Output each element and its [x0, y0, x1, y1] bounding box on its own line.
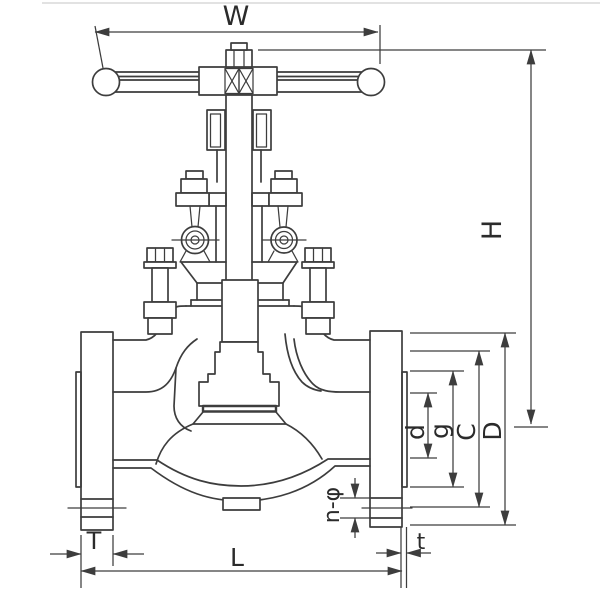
dimension-n-phi: n-φ: [320, 478, 370, 538]
dimension-T: T: [50, 527, 144, 588]
dim-label-H: H: [477, 220, 508, 240]
dimension-L: L: [80, 543, 403, 576]
dimension-D: D: [410, 332, 516, 526]
gland-bolt-left: [175, 170, 210, 207]
valve-handle: [91, 42, 386, 97]
gland-bolt-right: [268, 170, 303, 207]
packing-gland: [175, 170, 303, 263]
yoke-bushing: [206, 109, 272, 183]
swing-bolt-right: [301, 247, 335, 335]
dimension-H: H: [258, 49, 548, 428]
dimension-C: C: [410, 350, 490, 508]
left-flange: [67, 331, 127, 531]
dim-label-t: t: [417, 530, 426, 555]
dim-label-W: W: [223, 1, 250, 32]
dim-label-L: L: [230, 543, 244, 572]
dimension-W: W: [94, 1, 381, 69]
bottom-boss: [222, 497, 261, 511]
dim-label-T: T: [86, 527, 102, 555]
valve-seat: [201, 404, 278, 413]
handle-ball-left: [91, 67, 121, 97]
body-bonnet-gasket: [185, 299, 295, 307]
right-flange: [361, 330, 413, 528]
dim-label-d: d: [401, 424, 430, 440]
swing-bolt-left: [143, 247, 177, 335]
dimension-t: t: [376, 527, 431, 588]
handle-ball-right: [356, 67, 386, 97]
stem-lower-tube: [221, 279, 259, 343]
dimension-d: d: [401, 392, 437, 459]
bonnet: [180, 261, 298, 301]
valve-stem: [225, 94, 253, 284]
dim-label-C: C: [452, 423, 481, 440]
dim-label-n-phi: n-φ: [320, 487, 345, 523]
stem-nut: [225, 49, 253, 68]
eye-bolt-links: [179, 205, 299, 263]
stem-cap: [230, 42, 248, 51]
valve-disc: [198, 341, 280, 407]
handle-hub-knurl: [224, 67, 254, 95]
valve-body: [112, 305, 371, 502]
dim-label-D: D: [478, 421, 507, 440]
hinge-pins: [171, 225, 307, 255]
